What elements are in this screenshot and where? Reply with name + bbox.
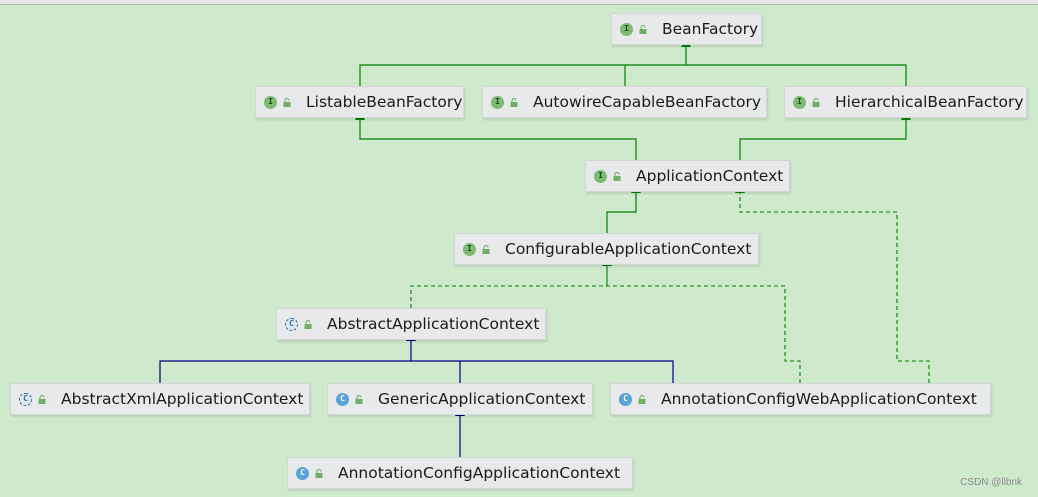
node-autowire-capable-bean-factory[interactable]: I AutowireCapableBeanFactory [482,86,767,118]
interface-icon: I [264,95,277,109]
lock-icon [812,97,820,107]
edge-configurable-to-appctx [606,184,641,233]
class-icon: C [296,466,309,480]
interface-icon: I [793,95,806,109]
node-abstract-application-context[interactable]: C AbstractApplicationContext [276,308,546,340]
node-generic-application-context[interactable]: C GenericApplicationContext [327,383,593,415]
node-label: AbstractXmlApplicationContext [61,390,304,408]
lock-icon [639,24,647,34]
node-label: GenericApplicationContext [378,390,586,408]
node-configurable-application-context[interactable]: I ConfigurableApplicationContext [454,233,759,265]
edge-listable-to-beanfactory [359,64,686,86]
abstract-class-icon: C [19,392,32,406]
node-abstract-xml-application-context[interactable]: C AbstractXmlApplicationContext [10,383,310,415]
lock-icon [355,394,363,404]
node-label: ListableBeanFactory [306,93,463,111]
lock-icon [613,171,621,181]
node-annotation-config-web-application-context[interactable]: C AnnotationConfigWebApplicationContext [610,383,991,415]
class-icon: C [619,392,632,406]
lock-icon [38,394,46,404]
node-application-context[interactable]: I ApplicationContext [585,160,790,192]
lock-icon [510,97,518,107]
interface-icon: I [594,169,607,183]
edge-abstract-to-configurable [410,285,607,308]
abstract-class-icon: C [285,317,298,331]
node-label: AbstractApplicationContext [327,315,540,333]
class-icon: C [336,392,349,406]
node-label: ConfigurableApplicationContext [505,240,752,258]
node-bean-factory[interactable]: I BeanFactory [611,13,762,45]
node-label: HierarchicalBeanFactory [835,93,1024,111]
edge-hierarchical-to-beanfactory [686,64,907,86]
node-label: ApplicationContext [636,167,784,185]
window-top-border [0,0,1038,5]
lock-icon [304,319,312,329]
node-listable-bean-factory[interactable]: I ListableBeanFactory [255,86,464,118]
edge-group-configurable [410,257,801,383]
interface-icon: I [491,95,504,109]
edge-web-to-abstract [411,360,674,383]
node-annotation-config-application-context[interactable]: C AnnotationConfigApplicationContext [287,457,633,489]
edge-group-bean-factory [359,38,907,86]
edge-appctx-to-hierarchical [739,111,911,160]
edge-xml-to-abstract [159,360,411,383]
lock-icon [315,468,323,478]
node-label: AnnotationConfigApplicationContext [338,464,621,482]
watermark: CSDN @llbnk [960,477,1022,488]
edge-group-abstract-app-context [159,332,674,383]
lock-icon [283,97,291,107]
node-label: AnnotationConfigWebApplicationContext [661,390,977,408]
edge-web-to-appctx [735,184,930,383]
edge-appctx-to-listable [355,111,637,160]
node-label: BeanFactory [662,20,759,38]
interface-icon: I [463,242,476,256]
edge-web-to-configurable [607,285,801,383]
lock-icon [482,244,490,254]
edge-group-application-context [355,111,911,160]
node-label: AutowireCapableBeanFactory [533,93,761,111]
node-hierarchical-bean-factory[interactable]: I HierarchicalBeanFactory [784,86,1027,118]
interface-icon: I [620,22,633,36]
lock-icon [638,394,646,404]
